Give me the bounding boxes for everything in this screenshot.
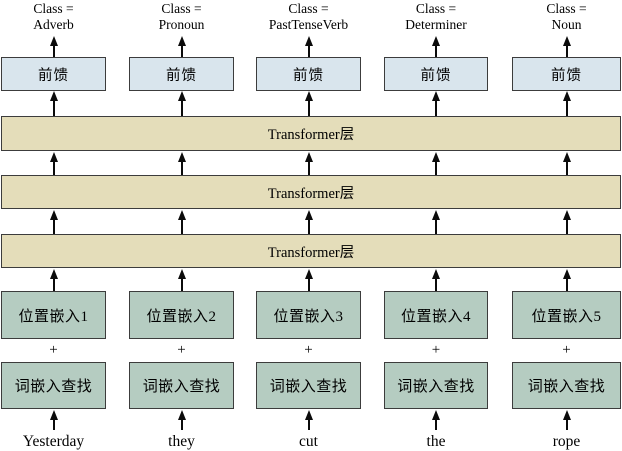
class-label-line2: Noun: [551, 16, 582, 32]
up-arrow-icon: [49, 91, 58, 116]
up-arrow-icon: [49, 152, 58, 175]
feedforward-row: 前馈 前馈 前馈 前馈 前馈: [0, 57, 622, 91]
arrow-row: [0, 269, 622, 291]
input-word: rope: [552, 433, 581, 450]
input-word: the: [426, 433, 446, 450]
plus-sign: +: [431, 342, 441, 358]
position-embedding-box: 位置嵌入2: [129, 291, 234, 339]
plus-sign: +: [177, 342, 186, 358]
class-label-line2: Determiner: [405, 16, 467, 32]
up-arrow-icon: [49, 210, 58, 234]
transformer-layer-box: Transformer层: [1, 116, 621, 151]
word-embedding-box: 词嵌入查找: [129, 362, 234, 409]
feedforward-box: 前馈: [256, 57, 361, 91]
up-arrow-icon: [432, 210, 440, 234]
up-arrow-icon: [432, 269, 440, 291]
up-arrow-icon: [304, 410, 313, 430]
class-label-line1: Class =: [415, 1, 457, 16]
up-arrow-icon: [304, 36, 313, 57]
up-arrow-icon: [177, 410, 186, 430]
input-word: cut: [299, 433, 318, 450]
up-arrow-icon: [49, 269, 58, 291]
class-label-row: Class = Adverb Class = Pronoun Class = P…: [0, 1, 622, 35]
class-label: Class = Determiner: [384, 1, 488, 35]
class-label-line2: Adverb: [33, 16, 74, 32]
word-embedding-row: 词嵌入查找 词嵌入查找 词嵌入查找 词嵌入查找 词嵌入查找: [0, 362, 622, 409]
up-arrow-icon: [177, 36, 186, 57]
word-embedding-box: 词嵌入查找: [384, 362, 488, 409]
up-arrow-icon: [432, 410, 440, 430]
class-label-line2: Pronoun: [158, 16, 205, 32]
word-embedding-box: 词嵌入查找: [512, 362, 621, 409]
up-arrow-icon: [562, 269, 571, 291]
class-label-line1: Class =: [33, 1, 74, 16]
input-word: Yesterday: [22, 433, 85, 450]
input-word: they: [168, 433, 195, 450]
class-label-line1: Class =: [161, 1, 202, 16]
up-arrow-icon: [304, 152, 313, 175]
transformer-layer-box: Transformer层: [1, 175, 621, 209]
up-arrow-icon: [562, 91, 571, 116]
word-embedding-box: 词嵌入查找: [256, 362, 361, 409]
position-embedding-row: 位置嵌入1 位置嵌入2 位置嵌入3 位置嵌入4 位置嵌入5: [0, 291, 622, 339]
up-arrow-icon: [562, 152, 571, 175]
transformer-layer-box: Transformer层: [1, 234, 621, 268]
class-label-line1: Class =: [288, 1, 329, 16]
arrow-row: [0, 210, 622, 234]
up-arrow-icon: [177, 269, 186, 291]
up-arrow-icon: [177, 152, 186, 175]
up-arrow-icon: [562, 410, 571, 430]
up-arrow-icon: [562, 210, 571, 234]
feedforward-box: 前馈: [1, 57, 106, 91]
position-embedding-box: 位置嵌入5: [512, 291, 621, 339]
position-embedding-box: 位置嵌入4: [384, 291, 488, 339]
feedforward-box: 前馈: [129, 57, 234, 91]
class-label: Class = Pronoun: [129, 1, 234, 35]
up-arrow-icon: [432, 91, 440, 116]
up-arrow-icon: [304, 210, 313, 234]
arrow-row: [0, 36, 622, 57]
class-label-line1: Class =: [546, 1, 587, 16]
position-embedding-box: 位置嵌入1: [1, 291, 106, 339]
plus-sign: +: [304, 342, 313, 358]
plus-row: + + + + +: [0, 339, 622, 362]
up-arrow-icon: [562, 36, 571, 57]
up-arrow-icon: [177, 91, 186, 116]
up-arrow-icon: [432, 36, 440, 57]
arrow-row: [0, 91, 622, 116]
arrow-row: [0, 152, 622, 175]
class-label-line2: PastTenseVerb: [268, 16, 349, 32]
word-embedding-box: 词嵌入查找: [1, 362, 106, 409]
up-arrow-icon: [304, 269, 313, 291]
up-arrow-icon: [49, 36, 58, 57]
input-word-row: Yesterday they cut the rope: [0, 430, 622, 451]
up-arrow-icon: [304, 91, 313, 116]
plus-sign: +: [562, 342, 571, 358]
up-arrow-icon: [177, 210, 186, 234]
feedforward-box: 前馈: [384, 57, 488, 91]
class-label: Class = Noun: [512, 1, 621, 35]
class-label: Class = Adverb: [1, 1, 106, 35]
position-embedding-box: 位置嵌入3: [256, 291, 361, 339]
up-arrow-icon: [432, 152, 440, 175]
arrow-row: [0, 410, 622, 430]
feedforward-box: 前馈: [512, 57, 621, 91]
up-arrow-icon: [49, 410, 58, 430]
plus-sign: +: [49, 342, 58, 358]
class-label: Class = PastTenseVerb: [256, 1, 361, 35]
